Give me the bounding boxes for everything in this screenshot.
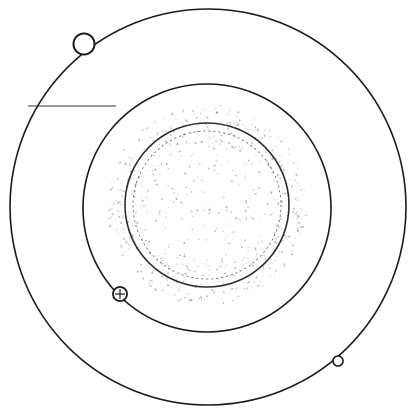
outer-orbit <box>9 8 407 406</box>
crossed-circle-icon <box>112 286 128 302</box>
central-body-outline <box>124 122 290 288</box>
small-circle-icon <box>332 355 344 367</box>
inner-orbit <box>82 83 332 333</box>
central-body-texture <box>107 105 307 304</box>
central-body-inner-ring <box>132 130 282 280</box>
hollow-circle-icon <box>72 32 96 56</box>
